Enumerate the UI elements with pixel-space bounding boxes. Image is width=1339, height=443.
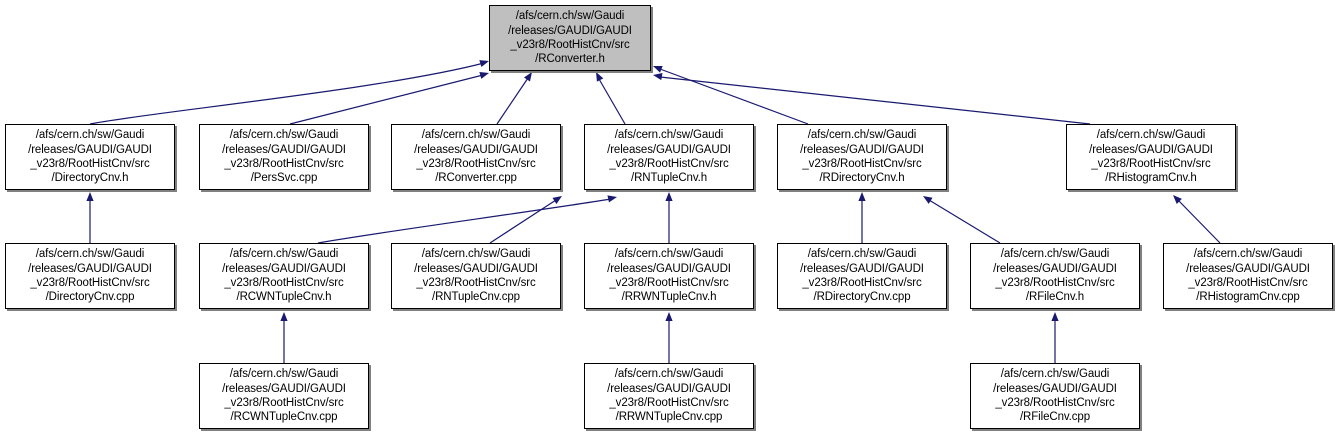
graph-node-rntuplecnv_h[interactable]: /afs/cern.ch/sw/Gaudi /releases/GAUDI/GA… (584, 124, 754, 190)
graph-node-label: /afs/cern.ch/sw/Gaudi /releases/GAUDI/GA… (1186, 248, 1310, 304)
graph-node-rrwntuplecnv_h[interactable]: /afs/cern.ch/sw/Gaudi /releases/GAUDI/GA… (584, 243, 754, 309)
graph-node-label: /afs/cern.ch/sw/Gaudi /releases/GAUDI/GA… (800, 129, 924, 185)
graph-node-label: /afs/cern.ch/sw/Gaudi /releases/GAUDI/GA… (607, 129, 731, 185)
graph-node-label: /afs/cern.ch/sw/Gaudi /releases/GAUDI/GA… (28, 248, 152, 304)
graph-node-rhistogramcnv_cpp[interactable]: /afs/cern.ch/sw/Gaudi /releases/GAUDI/GA… (1163, 243, 1333, 309)
graph-node-rdirectorycnv_h[interactable]: /afs/cern.ch/sw/Gaudi /releases/GAUDI/GA… (777, 124, 947, 190)
graph-edge-rdirectorycnv_cpp-to-rdirectorycnv_h (858, 192, 866, 243)
graph-edge-directorycnv_cpp-to-directorycnv_h (86, 192, 94, 243)
graph-edge-rntuplecnv_h-to-rconverter_h (596, 72, 626, 125)
graph-node-rcwntuplecnv_h[interactable]: /afs/cern.ch/sw/Gaudi /releases/GAUDI/GA… (199, 243, 369, 309)
graph-node-directorycnv_h[interactable]: /afs/cern.ch/sw/Gaudi /releases/GAUDI/GA… (5, 124, 175, 190)
graph-edge-rconverter_cpp-to-rconverter_h (496, 72, 532, 125)
graph-node-label: /afs/cern.ch/sw/Gaudi /releases/GAUDI/GA… (222, 368, 346, 424)
graph-edge-rdirectorycnv_h-to-rconverter_h (653, 65, 809, 125)
graph-node-rconverter_h[interactable]: /afs/cern.ch/sw/Gaudi /releases/GAUDI/GA… (489, 5, 651, 71)
graph-node-label: /afs/cern.ch/sw/Gaudi /releases/GAUDI/GA… (993, 368, 1117, 424)
graph-edge-rcwntuplecnv_h-to-rntuplecnv_h (317, 195, 617, 244)
graph-edge-rrwntuplecnv_h-to-rntuplecnv_h (665, 192, 673, 243)
graph-node-rntuplecnv_cpp[interactable]: /afs/cern.ch/sw/Gaudi /releases/GAUDI/GA… (391, 243, 561, 309)
graph-node-label: /afs/cern.ch/sw/Gaudi /releases/GAUDI/GA… (222, 248, 346, 304)
graph-node-rhistogramcnv_h[interactable]: /afs/cern.ch/sw/Gaudi /releases/GAUDI/GA… (1066, 124, 1236, 190)
graph-node-rdirectorycnv_cpp[interactable]: /afs/cern.ch/sw/Gaudi /releases/GAUDI/GA… (777, 243, 947, 309)
graph-node-perssvc_cpp[interactable]: /afs/cern.ch/sw/Gaudi /releases/GAUDI/GA… (199, 124, 369, 190)
graph-node-rfilecnv_cpp[interactable]: /afs/cern.ch/sw/Gaudi /releases/GAUDI/GA… (970, 363, 1140, 429)
graph-edge-directorycnv_h-to-rconverter_h (89, 60, 489, 125)
graph-node-label: /afs/cern.ch/sw/Gaudi /releases/GAUDI/GA… (800, 248, 924, 304)
graph-node-label: /afs/cern.ch/sw/Gaudi /releases/GAUDI/GA… (414, 248, 538, 304)
graph-edge-rhistogramcnv_cpp-to-rhistogramcnv_h (1173, 195, 1221, 244)
graph-edge-perssvc_cpp-to-rconverter_h (289, 71, 489, 125)
graph-node-rfilecnv_h[interactable]: /afs/cern.ch/sw/Gaudi /releases/GAUDI/GA… (970, 243, 1140, 309)
graph-edge-rrwntuplecnv_cpp-to-rrwntuplecnv_h (665, 312, 673, 363)
graph-edge-rcwntuplecnv_cpp-to-rcwntuplecnv_h (280, 312, 288, 363)
graph-node-directorycnv_cpp[interactable]: /afs/cern.ch/sw/Gaudi /releases/GAUDI/GA… (5, 243, 175, 309)
graph-node-label: /afs/cern.ch/sw/Gaudi /releases/GAUDI/GA… (222, 129, 346, 185)
graph-edge-rhistogramcnv_h-to-rconverter_h (653, 73, 1091, 125)
graph-node-label: /afs/cern.ch/sw/Gaudi /releases/GAUDI/GA… (508, 10, 632, 66)
graph-node-label: /afs/cern.ch/sw/Gaudi /releases/GAUDI/GA… (607, 368, 731, 424)
graph-edge-rfilecnv_cpp-to-rfilecnv_h (1051, 312, 1059, 363)
graph-node-label: /afs/cern.ch/sw/Gaudi /releases/GAUDI/GA… (993, 248, 1117, 304)
graph-node-label: /afs/cern.ch/sw/Gaudi /releases/GAUDI/GA… (28, 129, 152, 185)
graph-node-label: /afs/cern.ch/sw/Gaudi /releases/GAUDI/GA… (414, 129, 538, 185)
graph-node-label: /afs/cern.ch/sw/Gaudi /releases/GAUDI/GA… (1089, 129, 1213, 185)
graph-edge-rfilecnv_h-to-rdirectorycnv_h (923, 196, 1001, 244)
graph-node-rcwntuplecnv_cpp[interactable]: /afs/cern.ch/sw/Gaudi /releases/GAUDI/GA… (199, 363, 369, 429)
graph-node-rrwntuplecnv_cpp[interactable]: /afs/cern.ch/sw/Gaudi /releases/GAUDI/GA… (584, 363, 754, 429)
graph-node-label: /afs/cern.ch/sw/Gaudi /releases/GAUDI/GA… (607, 248, 731, 304)
graph-node-rconverter_cpp[interactable]: /afs/cern.ch/sw/Gaudi /releases/GAUDI/GA… (391, 124, 561, 190)
graph-edge-rntuplecnv_cpp-to-rntuplecnv_h (489, 196, 562, 244)
